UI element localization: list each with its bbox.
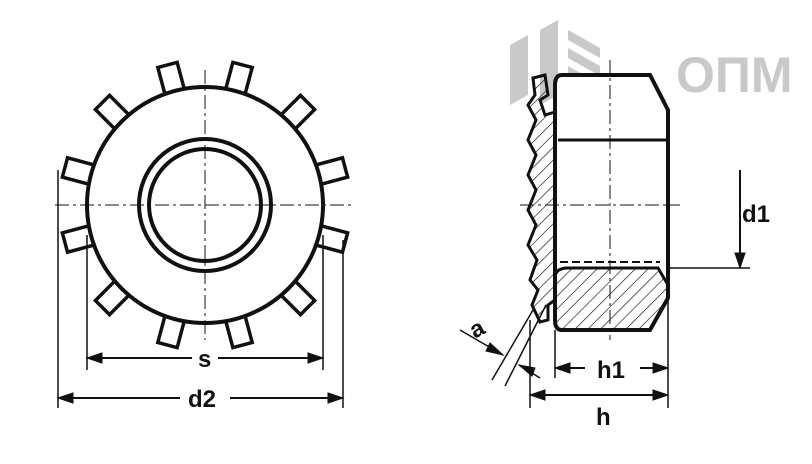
h-label: h	[596, 404, 611, 431]
d1-label: d1	[742, 201, 770, 228]
side-view	[459, 60, 750, 408]
a-label: a	[465, 314, 490, 344]
s-label: s	[198, 346, 211, 373]
section-hatch	[553, 266, 670, 332]
washer-section	[526, 73, 557, 324]
front-view	[55, 60, 355, 408]
h1-label: h1	[597, 357, 625, 384]
d2-label: d2	[188, 386, 216, 413]
logo-text: ОПМ	[676, 47, 792, 103]
